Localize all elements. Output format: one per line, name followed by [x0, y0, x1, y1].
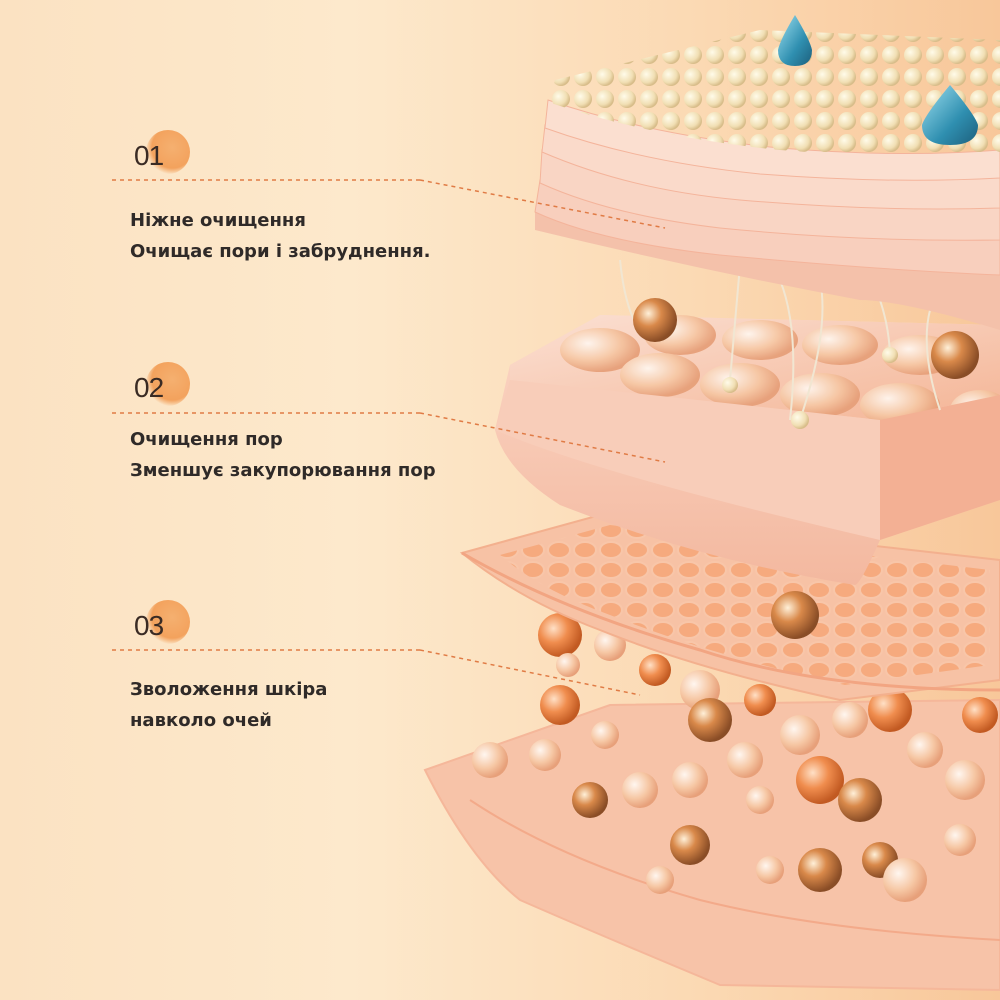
step-title: Зволоження шкіра: [130, 679, 328, 700]
step-title: Очищення пор: [130, 429, 283, 450]
step-description: Зменшує закупорювання пор: [130, 460, 436, 481]
step-2-text: Очищення пор Зменшує закупорювання пор: [130, 424, 436, 486]
step-number-badge: 01: [130, 130, 200, 190]
bottom-layer: [423, 698, 1000, 992]
step-number: 01: [134, 140, 164, 171]
top-layer: [534, 30, 1000, 330]
step-1-text: Ніжне очищення Очищає пори і забруднення…: [130, 205, 431, 267]
nutrient-spheres: [472, 596, 998, 902]
step-number-badge: 02: [130, 362, 200, 422]
step-description: Очищає пори і забруднення.: [130, 241, 431, 262]
serum-droplet: [771, 591, 819, 639]
step-number: 02: [134, 372, 164, 403]
step-description: навколо очей: [130, 710, 272, 731]
step-3-text: Зволоження шкіра навколо очей: [130, 674, 327, 736]
step-number-badge: 03: [130, 600, 200, 660]
water-droplet-icons: [778, 15, 978, 145]
step-title: Ніжне очищення: [130, 210, 306, 231]
step-number: 03: [134, 610, 164, 641]
